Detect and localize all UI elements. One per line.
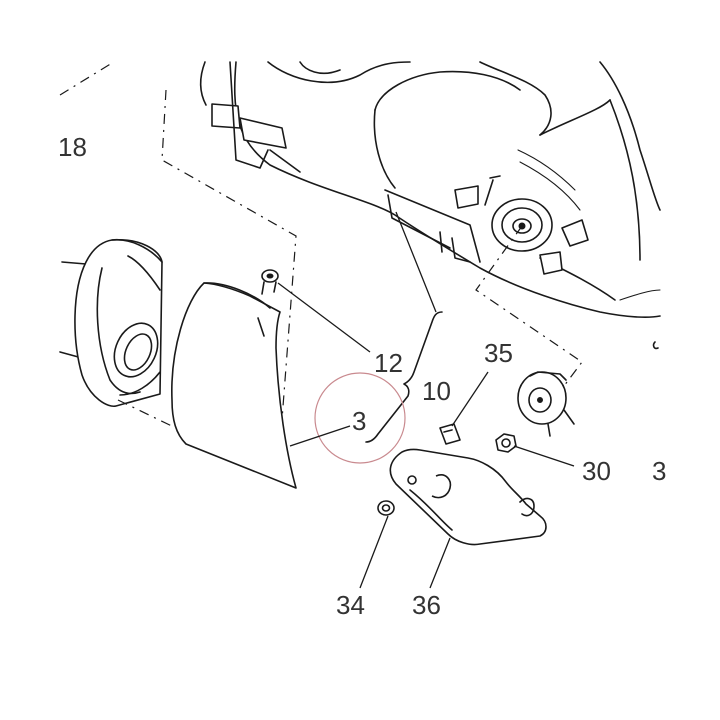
cover-plate-part-36 bbox=[389, 448, 547, 546]
washer-part-34 bbox=[377, 500, 395, 516]
main-housing bbox=[199, 61, 661, 350]
leader-34 bbox=[359, 515, 389, 589]
leader-10-top bbox=[395, 211, 437, 313]
callout-label-18: 18 bbox=[58, 132, 87, 162]
fan-shroud-part-18 bbox=[59, 238, 163, 407]
callout-label-34: 34 bbox=[336, 590, 365, 620]
leader-30 bbox=[513, 445, 575, 467]
callout-label-30: 30 bbox=[582, 456, 611, 486]
leader-12 bbox=[277, 282, 371, 353]
bushing-part-30 bbox=[517, 371, 575, 437]
screw-part-12 bbox=[261, 269, 279, 295]
nut-part-30 bbox=[495, 433, 517, 453]
callout-label-3-edge: 3 bbox=[652, 456, 666, 486]
callout-label-10: 10 bbox=[422, 376, 451, 406]
callout-label-35: 35 bbox=[484, 338, 513, 368]
clip-part-35 bbox=[439, 423, 461, 445]
leader-dashed-bracket-left bbox=[161, 89, 297, 473]
spindle-assembly bbox=[454, 175, 589, 275]
leader-dashed-top-left bbox=[59, 62, 113, 96]
brace-10 bbox=[365, 311, 443, 443]
highlight-circle bbox=[314, 372, 406, 464]
callout-label-3: 3 bbox=[352, 406, 366, 436]
leader-36 bbox=[429, 537, 451, 589]
leader-35 bbox=[451, 371, 489, 427]
cover-part-3 bbox=[171, 282, 297, 489]
callout-label-36: 36 bbox=[412, 590, 441, 620]
callout-label-12: 12 bbox=[374, 348, 403, 378]
leader-3 bbox=[289, 425, 351, 447]
